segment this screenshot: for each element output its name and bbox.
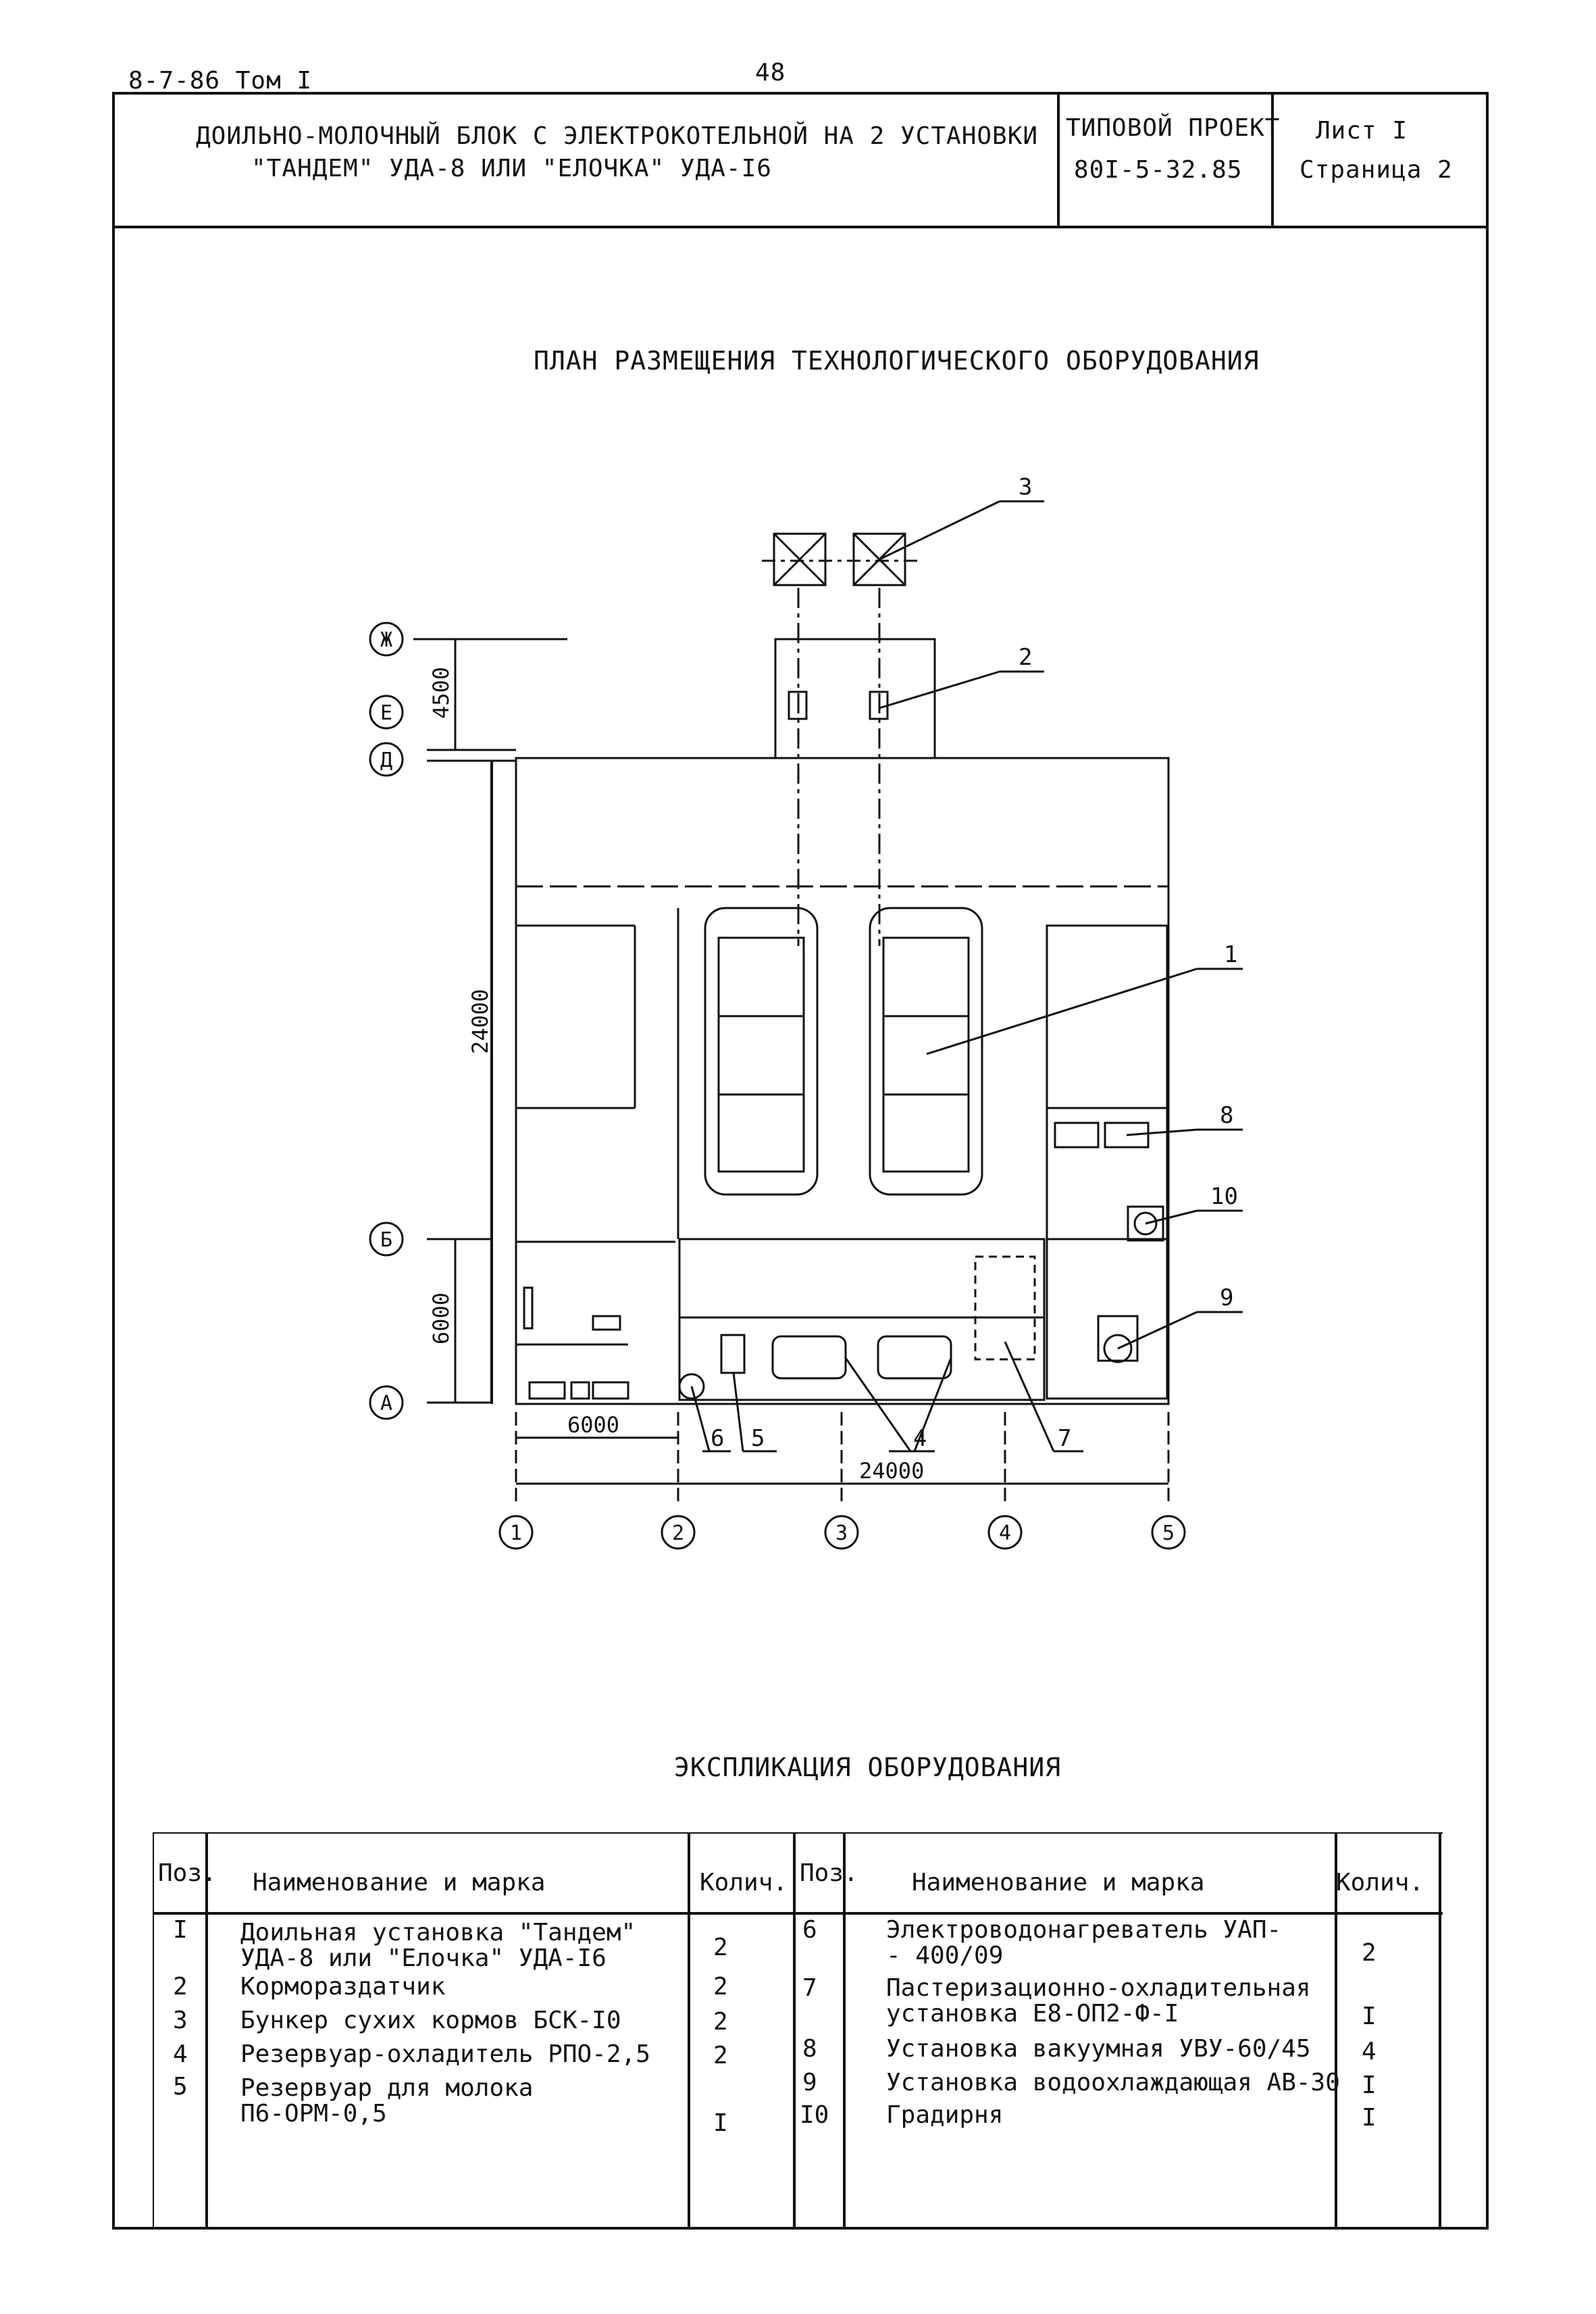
dim-4500: 4500 <box>428 667 454 719</box>
row-qty: I <box>713 2109 728 2137</box>
header-name-left: Наименование и марка <box>253 1869 546 1896</box>
row-pos: 4 <box>173 2040 188 2068</box>
row-name: Пастеризационно-охладительная установка … <box>886 1974 1311 2028</box>
bunker-1 <box>773 532 827 586</box>
callout-9: 9 <box>1220 1284 1233 1311</box>
header-qty-left: Колич. <box>700 1869 788 1896</box>
col-axis-1: 1 <box>510 1521 522 1545</box>
cooling-tank-2 <box>877 1335 952 1380</box>
row-name: Кормораздатчик <box>240 1973 446 2001</box>
dim-6000-vertical: 6000 <box>428 1292 454 1344</box>
title-line-2: "ТАНДЕМ" УДА-8 ИЛИ "ЕЛОЧКА" УДА-I6 <box>251 155 772 182</box>
cooling-tower <box>1127 1205 1164 1242</box>
building-outline <box>515 757 1170 1405</box>
col-axis-5: 5 <box>1162 1521 1175 1545</box>
row-axis-zh: Ж <box>380 628 392 652</box>
row-axis-a: А <box>380 1392 392 1415</box>
page-number: 48 <box>755 59 786 86</box>
row-axis-e: Е <box>380 701 392 725</box>
bunker-2 <box>852 532 906 586</box>
callout-4: 4 <box>913 1425 927 1452</box>
row-qty: 4 <box>1362 2038 1376 2065</box>
vacuum-unit-1 <box>1054 1122 1100 1149</box>
row-name: Электроводонагреватель УАП- - 400/09 <box>886 1916 1282 1969</box>
row-name: Резервуар для молока П6-ОРМ-0,5 <box>240 2074 534 2128</box>
row-qty: I <box>1362 2071 1376 2099</box>
callout-6: 6 <box>711 1425 724 1452</box>
pasteurizer <box>974 1255 1036 1361</box>
dim-24000-vertical: 24000 <box>467 989 493 1054</box>
callout-5: 5 <box>751 1425 765 1452</box>
annex-outline <box>774 638 936 759</box>
row-axis-b: Б <box>380 1228 392 1252</box>
row-name: Установка водоохлаждающая АВ-30 <box>886 2069 1340 2096</box>
callout-1: 1 <box>1224 941 1237 968</box>
row-pos: I0 <box>800 2101 829 2129</box>
milk-tank <box>720 1334 746 1374</box>
header-name-right: Наименование и марка <box>912 1869 1205 1896</box>
water-heater <box>678 1373 705 1400</box>
col-axis-3: 3 <box>835 1521 848 1545</box>
row-name: Градирня <box>886 2101 1004 2129</box>
sheet-number: Лист I <box>1316 117 1408 145</box>
row-name: Бункер сухих кормов БСК-I0 <box>240 2007 621 2034</box>
callout-7: 7 <box>1058 1425 1071 1452</box>
row-pos: 5 <box>173 2073 188 2101</box>
row-qty: 2 <box>1362 1939 1376 1967</box>
row-qty: 2 <box>713 2008 728 2036</box>
feeder-1 <box>788 690 808 720</box>
callout-2: 2 <box>1019 644 1032 671</box>
callout-10: 10 <box>1210 1183 1238 1210</box>
equipment-table: Поз. Наименование и марка Колич. Поз. На… <box>153 1832 1443 2228</box>
header-pos-left: Поз. <box>158 1859 217 1887</box>
vacuum-unit-2 <box>1104 1122 1150 1149</box>
row-name: Резервуар-охладитель РПО-2,5 <box>240 2040 650 2068</box>
col-axis-4: 4 <box>999 1521 1011 1545</box>
callout-8: 8 <box>1220 1102 1233 1129</box>
project-code: 80I-5-32.85 <box>1074 156 1243 184</box>
header-qty-right: Колич. <box>1336 1869 1424 1896</box>
row-qty: 2 <box>713 1934 728 1961</box>
volume-label: 8-7-86 Том I <box>128 67 313 95</box>
header-pos-right: Поз. <box>800 1859 858 1887</box>
sheet-border <box>112 92 1489 2230</box>
callout-3: 3 <box>1019 474 1032 501</box>
table-grid <box>153 1832 1443 2228</box>
water-cooler <box>1097 1315 1139 1362</box>
page-label: Страница 2 <box>1299 156 1453 184</box>
row-axis-d: Д <box>380 749 392 772</box>
title-line-1: ДОИЛЬНО-МОЛОЧНЫЙ БЛОК С ЭЛЕКТРОКОТЕЛЬНОЙ… <box>196 122 1039 150</box>
row-name: Доильная установка "Тандем" УДА-8 или "Е… <box>240 1919 636 1972</box>
row-pos: 6 <box>802 1916 817 1944</box>
row-qty: I <box>1362 2003 1376 2030</box>
cooling-tank-1 <box>771 1335 847 1380</box>
row-qty: 2 <box>713 1973 728 2001</box>
row-pos: 3 <box>173 2007 188 2034</box>
row-qty: I <box>1362 2104 1376 2132</box>
project-label: ТИПОВОЙ ПРОЕКТ <box>1066 114 1281 142</box>
col-axis-2: 2 <box>672 1521 684 1545</box>
row-pos: 7 <box>802 1974 817 2002</box>
plan-title: ПЛАН РАЗМЕЩЕНИЯ ТЕХНОЛОГИЧЕСКОГО ОБОРУДО… <box>534 346 1260 376</box>
table-title: ЭКСПЛИКАЦИЯ ОБОРУДОВАНИЯ <box>674 1753 1062 1782</box>
row-name: Установка вакуумная УВУ-60/45 <box>886 2035 1311 2063</box>
row-pos: I <box>173 1916 188 1944</box>
row-qty: 2 <box>713 2042 728 2069</box>
row-pos: 8 <box>802 2035 817 2063</box>
dim-24000-horizontal: 24000 <box>859 1458 924 1484</box>
row-pos: 9 <box>802 2069 817 2096</box>
dim-6000-horizontal: 6000 <box>567 1412 619 1438</box>
row-pos: 2 <box>173 1973 188 2001</box>
